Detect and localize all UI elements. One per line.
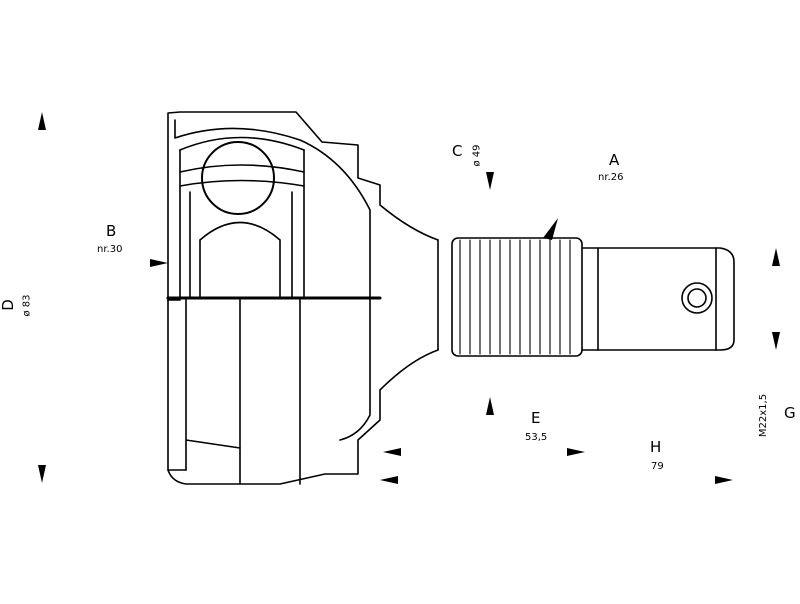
cage-outline	[179, 149, 305, 299]
label-g-letter: G	[784, 404, 796, 422]
label-b-value: nr.30	[97, 244, 123, 255]
arrow-right	[150, 259, 168, 267]
arrow-up	[38, 112, 46, 130]
cage-arc	[179, 179, 305, 187]
ball	[201, 141, 275, 215]
label-b-letter: B	[106, 222, 117, 240]
arrow-diagonal	[543, 218, 558, 240]
label-c-value: ø 49	[471, 144, 483, 167]
label-h-value: 79	[651, 461, 664, 472]
arrow-down	[772, 332, 780, 350]
arrow-left	[380, 476, 398, 484]
housing-outline	[167, 111, 439, 485]
label-g-value: M22x1,5	[758, 393, 770, 438]
arrow-right	[715, 476, 733, 484]
label-c-letter: C	[452, 142, 463, 160]
arrow-down	[486, 172, 494, 190]
housing-bottom-curve	[185, 299, 241, 485]
spline-body	[451, 237, 583, 357]
label-e-letter: E	[531, 409, 541, 427]
cage-arc	[179, 136, 305, 151]
label-d-letter: D	[0, 299, 17, 311]
cage-arc	[179, 164, 305, 173]
label-d-value: ø 83	[21, 294, 33, 317]
label-h-letter: H	[650, 438, 662, 456]
cotter-hole-inner	[687, 288, 707, 308]
label-e-value: 53,5	[525, 432, 548, 443]
spline-teeth	[459, 239, 571, 355]
dimension-arrows	[38, 112, 780, 484]
arrow-left	[383, 448, 401, 456]
thread-stub	[581, 247, 735, 351]
arrow-right	[567, 448, 585, 456]
housing-inner-contour	[174, 119, 371, 441]
label-a-value: nr.26	[598, 172, 624, 183]
cotter-hole-outer	[681, 282, 713, 314]
arrow-up	[486, 397, 494, 415]
cage-arc	[199, 221, 281, 241]
arrow-down	[38, 465, 46, 483]
arrow-up	[772, 248, 780, 266]
label-a-letter: A	[609, 151, 620, 169]
